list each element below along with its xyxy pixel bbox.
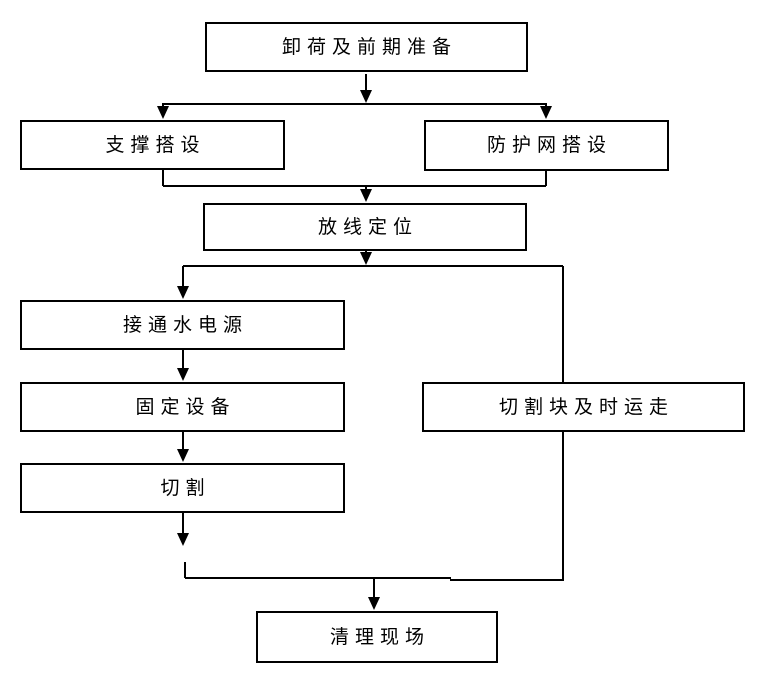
node-line-positioning-label: 放线定位 [317,216,418,238]
arrowhead-cut-exit [177,533,189,546]
arrowhead-into-clean [368,597,380,610]
node-protective-net-label: 防护网搭设 [486,135,612,156]
node-remove-cut-blocks: 切割块及时运走 [422,382,745,432]
node-unload-preparation-label: 卸荷及前期准备 [281,36,457,58]
node-protective-net: 防护网搭设 [424,120,669,171]
node-site-cleanup: 清理现场 [256,611,498,663]
node-cutting: 切割 [20,463,345,513]
node-remove-cut-blocks-label: 切割块及时运走 [498,396,674,418]
node-site-cleanup-label: 清理现场 [329,626,430,648]
node-cutting-label: 切割 [160,477,211,499]
node-connect-water-power-label: 接通水电源 [122,314,248,336]
arrowhead-into-net [540,106,552,119]
node-fix-equipment-label: 固定设备 [135,396,236,418]
arrowhead-into-fix [177,368,189,381]
arrowhead-into-branch-bar [360,252,372,265]
arrowhead-into-split-bar [360,90,372,103]
node-fix-equipment: 固定设备 [20,382,345,432]
node-unload-preparation: 卸荷及前期准备 [205,22,528,72]
node-connect-water-power: 接通水电源 [20,300,345,350]
arrowhead-into-support [157,106,169,119]
node-support-erection-label: 支撑搭设 [105,134,206,156]
arrowhead-into-power [177,286,189,299]
arrowhead-into-cut [177,449,189,462]
node-support-erection: 支撑搭设 [20,120,285,170]
arrowhead-into-locate [360,189,372,202]
node-line-positioning: 放线定位 [203,203,527,251]
